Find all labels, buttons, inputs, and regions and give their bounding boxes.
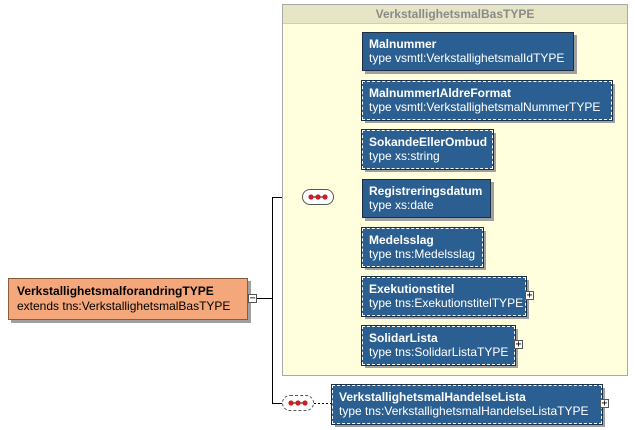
element-type: type tns:SolidarListaTYPE [369, 345, 509, 359]
root-type-box[interactable]: VerkstallighetsmalforandringTYPE extends… [8, 278, 248, 320]
base-type-group-title: VerkstallighetsmalBasTYPE [283, 5, 627, 24]
inner-sequence-icon[interactable] [302, 189, 334, 205]
element-type: type tns:ExekutionstitelTYPE [369, 296, 524, 310]
element-malnummer-i-aldre-format[interactable]: MalnummerIAldreFormat type vsmtl:Verksta… [361, 80, 613, 121]
solidar-lista-expand-icon[interactable]: + [514, 339, 523, 350]
element-malnummer[interactable]: Malnummer type vsmtl:VerkstallighetsmalI… [362, 32, 574, 71]
element-medelsslag[interactable]: Medelsslag type tns:Medelsslag [361, 227, 484, 268]
element-type: type xs:string [369, 149, 440, 163]
element-name: Registreringsdatum [369, 184, 483, 198]
element-name: Malnummer [369, 37, 437, 51]
exekutionstitel-expand-icon[interactable]: + [525, 290, 534, 301]
element-name: SokandeEllerOmbud [369, 135, 488, 149]
element-name: VerkstallighetsmalHandelseLista [339, 390, 526, 404]
sequence-dots-icon [308, 194, 328, 200]
element-exekutionstitel[interactable]: Exekutionstitel type tns:Exekutionstitel… [361, 276, 527, 317]
element-name: Medelsslag [369, 233, 434, 247]
element-type: type tns:VerkstallighetsmalHandelseLista… [339, 404, 589, 418]
element-name: Exekutionstitel [369, 282, 455, 296]
element-name: MalnummerIAldreFormat [369, 86, 512, 100]
element-type: type vsmtl:VerkstallighetsmalIdTYPE [369, 51, 565, 65]
element-type: type vsmtl:VerkstallighetsmalNummerTYPE [369, 100, 601, 114]
outer-sequence-icon[interactable] [282, 395, 314, 411]
sequence-dots-icon [288, 400, 308, 406]
handelse-lista-expand-icon[interactable]: + [600, 398, 609, 409]
element-registreringsdatum[interactable]: Registreringsdatum type xs:date [362, 179, 491, 218]
element-sokande-eller-ombud[interactable]: SokandeEllerOmbud type xs:string [361, 129, 494, 170]
element-type: type xs:date [369, 198, 434, 212]
root-collapse-icon[interactable]: − [248, 293, 257, 304]
root-type-name: VerkstallighetsmalforandringTYPE [17, 284, 214, 298]
element-verkstallighetsmal-handelse-lista[interactable]: VerkstallighetsmalHandelseLista type tns… [331, 384, 603, 425]
element-name: SolidarLista [369, 331, 438, 345]
element-type: type tns:Medelsslag [369, 247, 476, 261]
root-type-extends: extends tns:VerkstallighetsmalBasTYPE [17, 299, 231, 313]
element-solidar-lista[interactable]: SolidarLista type tns:SolidarListaTYPE [361, 325, 516, 366]
